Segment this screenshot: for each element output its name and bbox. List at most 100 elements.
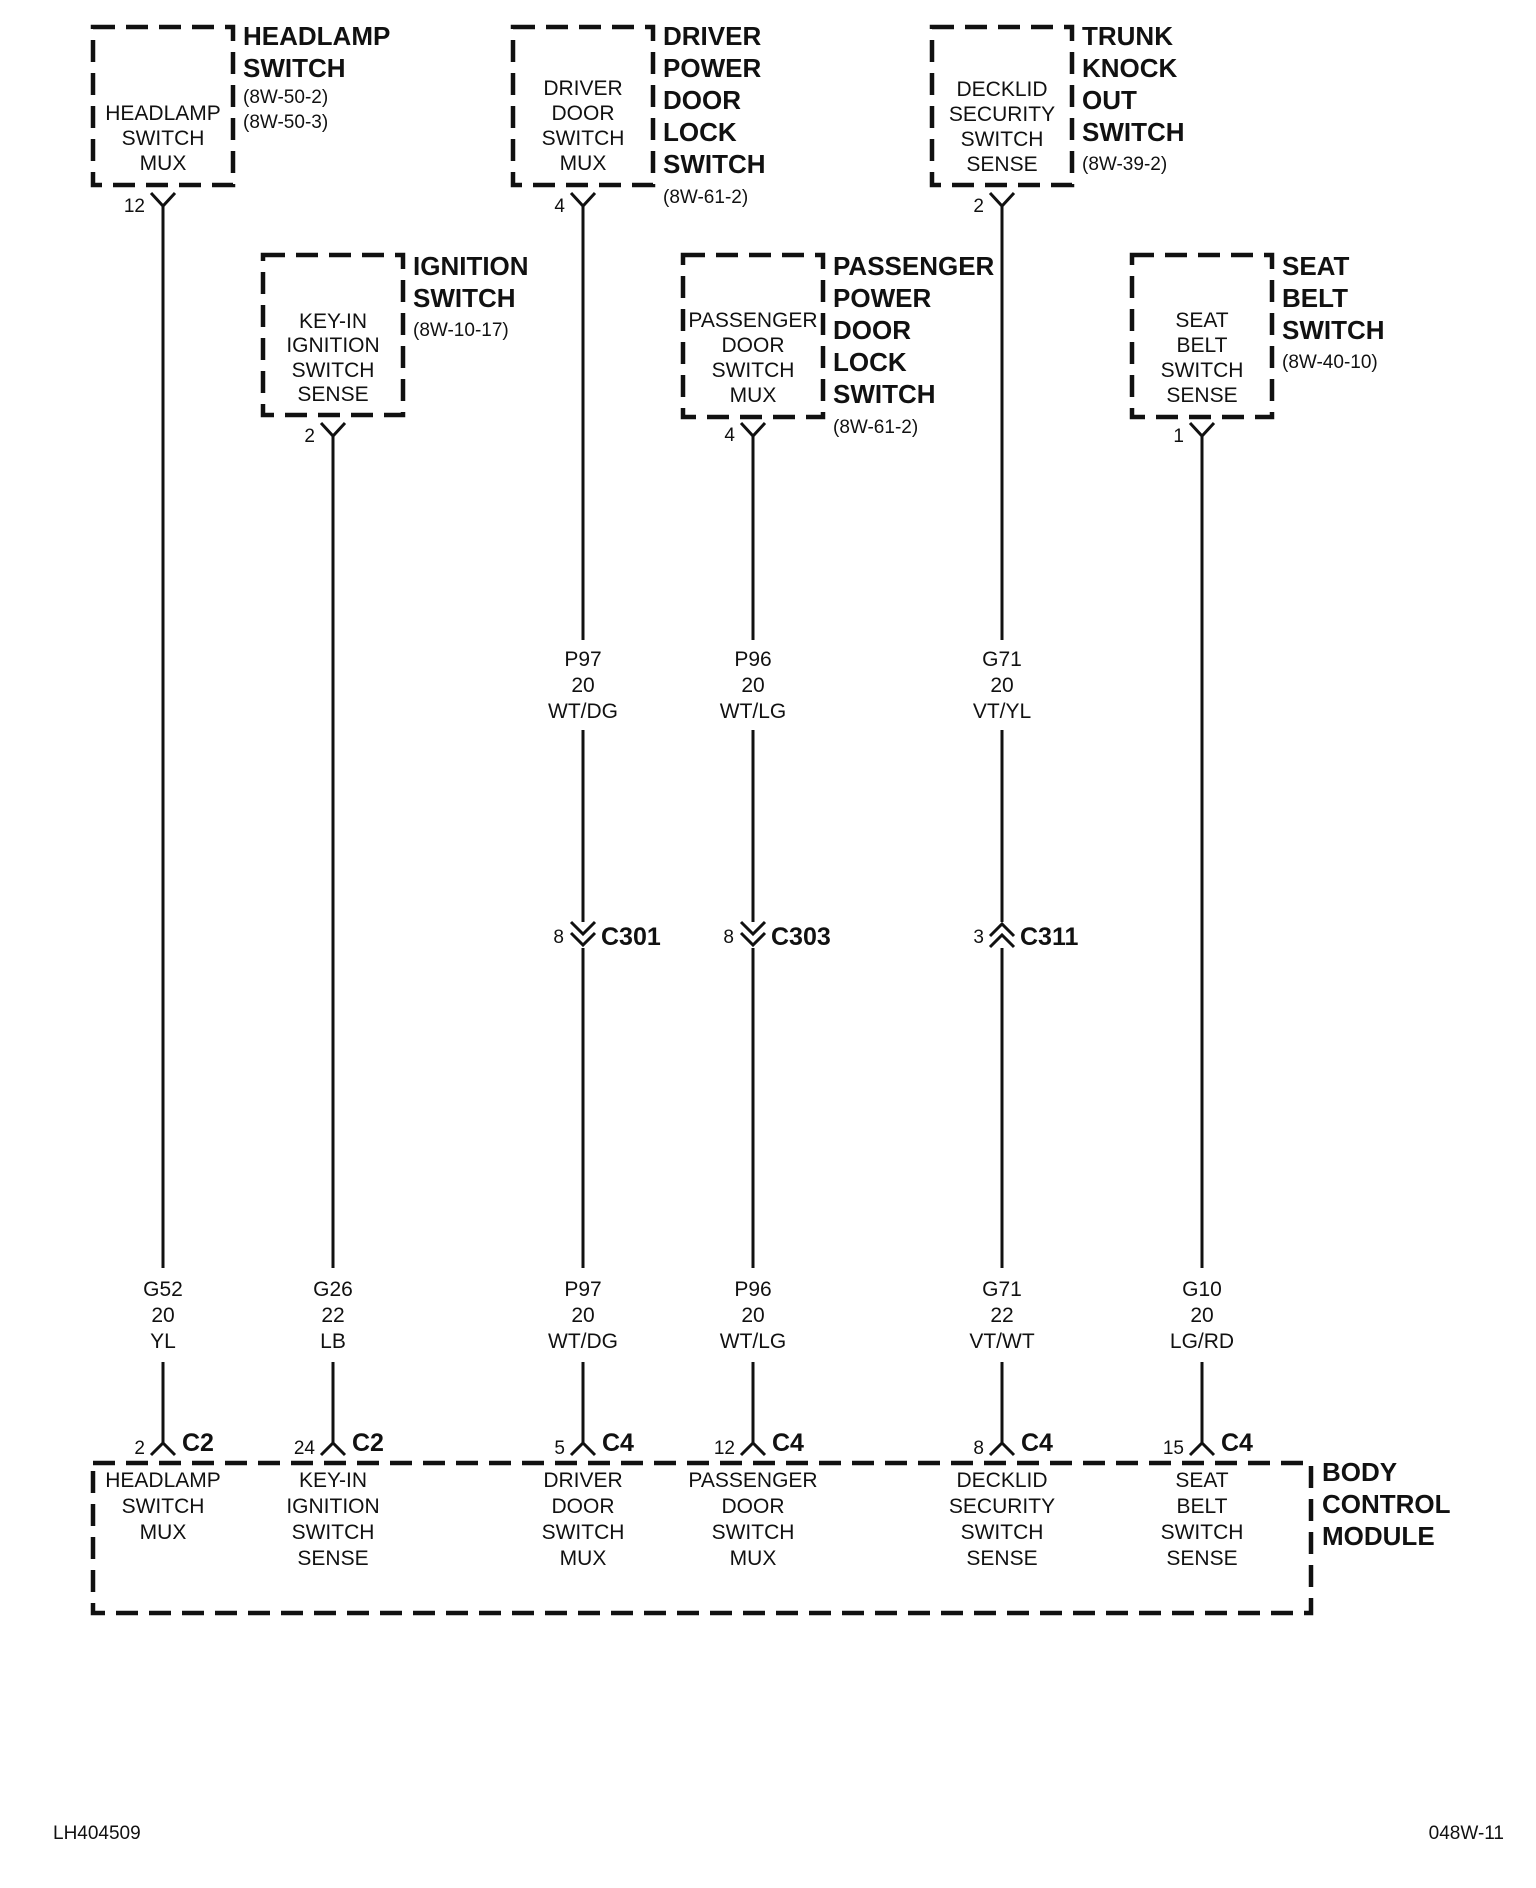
bcm-terminal-symbol: [319, 1440, 347, 1457]
connector-c301: 8 C301: [553, 920, 661, 951]
wire-g10-color: LG/RD: [1170, 1330, 1234, 1353]
bcm-function-text: SENSE: [297, 1547, 368, 1570]
bcm-function-text: SEAT: [1175, 1469, 1228, 1492]
bcm-terminal-pin: 15: [1163, 1438, 1184, 1459]
passenger-door-lock-title-line-5: SWITCH: [833, 379, 936, 409]
seat-belt-switch-title-line-1: SEAT: [1282, 251, 1350, 281]
bcm-terminal-connector: C4: [1221, 1429, 1253, 1457]
seat-belt-switch-title-line-2: BELT: [1282, 283, 1348, 313]
driver-door-lock-title-line-2: POWER: [663, 53, 761, 83]
bcm-title-line-1: BODY: [1322, 1457, 1397, 1487]
wire-g52: G52 20 YL: [140, 206, 186, 1444]
wire-g52-circuit: G52: [143, 1278, 183, 1301]
bcm-terminal-5: 8 C4: [973, 1429, 1053, 1459]
bcm-function-text: SWITCH: [961, 1521, 1044, 1544]
driver-door-lock-function-line-3: SWITCH: [542, 127, 625, 150]
seat-belt-switch-component: SEAT BELT SWITCH SENSE SEAT BELT SWITCH …: [1129, 251, 1385, 447]
headlamp-switch-ref-2: (8W-50-3): [243, 112, 328, 133]
wire-g71-upper-gauge: 20: [990, 674, 1013, 697]
bcm-terminal-pin: 5: [554, 1438, 565, 1459]
wire-p97-lower-circuit: P97: [564, 1278, 601, 1301]
wire-p97-upper-circuit: P97: [564, 648, 601, 671]
trunk-switch-title-line-4: SWITCH: [1082, 117, 1185, 147]
bcm-function-text: DOOR: [552, 1495, 615, 1518]
bcm-terminal-pin: 2: [134, 1438, 145, 1459]
trunk-switch-pin: 2: [973, 196, 984, 217]
headlamp-switch-function-line-1: HEADLAMP: [105, 102, 221, 125]
wire-p97-lower-color: WT/DG: [548, 1330, 618, 1353]
bcm-function-text: SWITCH: [122, 1495, 205, 1518]
trunk-switch-ref-1: (8W-39-2): [1082, 154, 1167, 175]
bcm-function-text: IGNITION: [286, 1495, 379, 1518]
wire-g10: G10 20 LG/RD: [1170, 436, 1234, 1444]
ignition-switch-ref-1: (8W-10-17): [413, 320, 509, 341]
bcm-terminal-connector: C4: [772, 1429, 804, 1457]
bcm-function-text: DRIVER: [543, 1469, 622, 1492]
driver-door-lock-switch-component: DRIVER DOOR SWITCH MUX DRIVER POWER DOOR…: [510, 21, 766, 217]
driver-door-lock-title-line-1: DRIVER: [663, 21, 761, 51]
connector-c311: 3 C311: [973, 921, 1078, 951]
ignition-switch-function-line-3: SWITCH: [292, 359, 375, 382]
wire-p96-lower-gauge: 20: [741, 1304, 764, 1327]
headlamp-switch-component: HEADLAMP SWITCH MUX HEADLAMP SWITCH (8W-…: [90, 21, 390, 217]
trunk-switch-function-line-3: SWITCH: [961, 128, 1044, 151]
ignition-switch-terminal-symbol: [319, 421, 347, 439]
connector-c301-symbol: [569, 920, 597, 948]
wire-p96: P96 20 WT/LG P96 20 WT/LG: [720, 436, 786, 1444]
bcm-terminal-pin: 8: [973, 1438, 984, 1459]
trunk-knock-out-switch-component: DECKLID SECURITY SWITCH SENSE TRUNK KNOC…: [929, 21, 1185, 217]
bcm-terminal-symbol: [149, 1440, 177, 1457]
bcm-terminal-connector: C2: [352, 1429, 384, 1457]
ignition-switch-function-line-2: IGNITION: [286, 334, 379, 357]
driver-door-lock-pin: 4: [554, 196, 565, 217]
bcm-title-line-2: CONTROL: [1322, 1489, 1451, 1519]
wire-p97-lower-gauge: 20: [571, 1304, 594, 1327]
headlamp-switch-title-line-2: SWITCH: [243, 53, 346, 83]
bcm-terminal-connector: C4: [1021, 1429, 1053, 1457]
headlamp-switch-function-line-2: SWITCH: [122, 127, 205, 150]
connector-c303-pin: 8: [723, 927, 734, 948]
connector-c303-name: C303: [771, 923, 831, 951]
ignition-switch-title-line-2: SWITCH: [413, 283, 516, 313]
seat-belt-switch-terminal-symbol: [1188, 421, 1216, 439]
ignition-switch-function-line-1: KEY-IN: [299, 310, 367, 333]
ignition-switch-title-line-1: IGNITION: [413, 251, 529, 281]
passenger-door-lock-function-line-2: DOOR: [722, 334, 785, 357]
wire-g26: G26 22 LB: [313, 436, 353, 1444]
driver-door-lock-title-line-4: LOCK: [663, 117, 737, 147]
ignition-switch-function-line-4: SENSE: [297, 383, 368, 406]
connector-c311-symbol: [988, 921, 1016, 949]
bcm-function-text: SWITCH: [542, 1521, 625, 1544]
seat-belt-switch-function-line-2: BELT: [1177, 334, 1228, 357]
wire-p96-upper-gauge: 20: [741, 674, 764, 697]
passenger-door-lock-pin: 4: [724, 425, 735, 446]
passenger-door-lock-switch-component: PASSENGER DOOR SWITCH MUX PASSENGER POWE…: [680, 251, 995, 446]
seat-belt-switch-function-line-4: SENSE: [1166, 384, 1237, 407]
connector-c301-pin: 8: [553, 927, 564, 948]
passenger-door-lock-title-line-3: DOOR: [833, 315, 911, 345]
passenger-door-lock-function-line-1: PASSENGER: [688, 309, 817, 332]
figure-id-left: LH404509: [53, 1823, 141, 1844]
wire-g26-circuit: G26: [313, 1278, 353, 1301]
bcm-function-text: DECKLID: [956, 1469, 1047, 1492]
trunk-switch-function-line-2: SECURITY: [949, 103, 1055, 126]
wire-g10-gauge: 20: [1190, 1304, 1213, 1327]
bcm-function-text: SWITCH: [1161, 1521, 1244, 1544]
bcm-terminal-connector: C2: [182, 1429, 214, 1457]
driver-door-lock-ref-1: (8W-61-2): [663, 187, 748, 208]
driver-door-lock-function-line-4: MUX: [560, 152, 607, 175]
wire-g71: G71 20 VT/YL G71 22 VT/WT: [969, 206, 1035, 1444]
seat-belt-switch-title-line-3: SWITCH: [1282, 315, 1385, 345]
headlamp-switch-title-line-1: HEADLAMP: [243, 21, 390, 51]
trunk-switch-terminal-symbol: [988, 191, 1016, 209]
wire-g10-circuit: G10: [1182, 1278, 1222, 1301]
bcm-terminal-connector: C4: [602, 1429, 634, 1457]
figure-id-right: 048W-11: [1429, 1823, 1504, 1844]
headlamp-switch-pin: 12: [124, 196, 145, 217]
bcm-function-text: PASSENGER: [688, 1469, 817, 1492]
trunk-switch-title-line-1: TRUNK: [1082, 21, 1173, 51]
wire-p97: P97 20 WT/DG P97 20 WT/DG: [548, 206, 618, 1444]
connector-c303: 8 C303: [723, 920, 831, 951]
passenger-door-lock-function-line-4: MUX: [730, 384, 777, 407]
bcm-terminal-symbol: [569, 1440, 597, 1457]
